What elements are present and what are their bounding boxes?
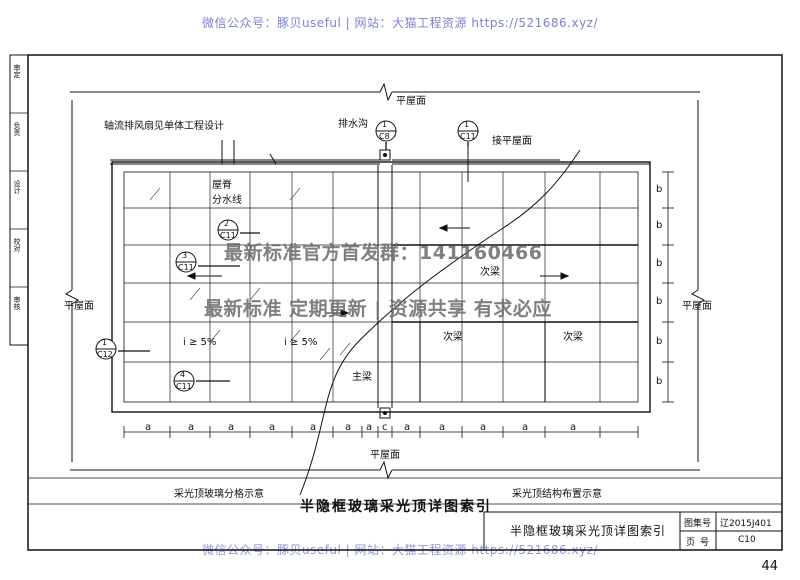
callout-num: 3 xyxy=(182,251,188,260)
dim-label: a xyxy=(570,422,577,433)
dim-label: a xyxy=(145,422,152,433)
dim-label: a xyxy=(188,422,195,433)
label-secondary-beam-2: 次梁 xyxy=(563,332,583,343)
title-block-page-value: C10 xyxy=(738,535,756,545)
dim-label: a xyxy=(480,422,487,433)
side-table-frame xyxy=(9,54,29,346)
ridge-strip xyxy=(377,165,393,408)
drain-box-top xyxy=(379,149,391,161)
break-line-top xyxy=(70,82,700,102)
title-block-atlas-label: 图集号 xyxy=(684,519,712,529)
main-beams xyxy=(392,244,638,323)
caption-glass-grid: 采光顶玻璃分格示意 xyxy=(174,489,264,500)
side-table-cell: 设计 xyxy=(13,180,21,194)
s-curve-break-line xyxy=(299,149,581,496)
label-roof-top: 平屋面 xyxy=(396,96,426,107)
callout-ref: C12 xyxy=(97,350,113,359)
dim-label: b xyxy=(656,296,663,307)
label-slope-2: i ≥ 5% xyxy=(284,337,318,348)
callout-num: 2 xyxy=(224,219,230,228)
dim-label: b xyxy=(656,220,663,231)
dim-label: b xyxy=(656,258,663,269)
break-line-right xyxy=(691,100,705,462)
title-block-page-label: 页 xyxy=(686,538,696,548)
label-ridge: 屋脊 xyxy=(212,180,232,191)
dimension-right xyxy=(662,171,674,403)
fan-area xyxy=(110,140,380,165)
side-table-cell: 审定 xyxy=(13,64,21,78)
break-line-bottom xyxy=(70,460,700,480)
label-fan: 轴流排风扇见单体工程设计 xyxy=(104,121,224,132)
label-roof-right: 平屋面 xyxy=(682,301,712,312)
dim-label: b xyxy=(656,376,663,387)
title-block-frame xyxy=(483,511,783,551)
dim-label: a xyxy=(269,422,276,433)
dim-label: a xyxy=(366,422,373,433)
drain-box-bottom xyxy=(379,407,391,419)
label-drain: 排水沟 xyxy=(338,119,368,130)
drawing-title: 半隐框玻璃采光顶详图索引 xyxy=(300,499,492,515)
label-roof-bottom: 平屋面 xyxy=(370,450,400,461)
callout-bubbles xyxy=(95,120,479,392)
label-roof-left: 平屋面 xyxy=(64,301,94,312)
callout-num: 1 xyxy=(102,338,108,347)
connect-roof xyxy=(392,145,650,182)
caption-structure: 采光顶结构布置示意 xyxy=(512,489,602,500)
dim-label: a xyxy=(404,422,411,433)
title-block-page-label2: 号 xyxy=(700,538,710,548)
label-secondary-beam-1: 次梁 xyxy=(443,332,463,343)
callout-num: 4 xyxy=(180,370,186,379)
skylight-outer-frame xyxy=(111,161,651,413)
label-main-beam: 主梁 xyxy=(352,372,372,383)
callout-leaders xyxy=(118,142,469,382)
label-slope-1: i ≥ 5% xyxy=(183,337,217,348)
side-table-cell: 校对 xyxy=(13,238,21,252)
stamp-line-2: 最新标准 定期更新 | 资源共享 有求必应 xyxy=(204,298,552,320)
watermark-top: 微信公众号：豚贝useful | 网站：大猫工程资源 https://52168… xyxy=(201,16,599,30)
stamp-line-1: 最新标准官方首发群：141160466 xyxy=(224,242,543,264)
callout-ref: C11 xyxy=(176,382,192,391)
skylight-inner-frame xyxy=(123,171,639,403)
secondary-beams xyxy=(419,322,546,402)
callout-ref: C11 xyxy=(178,263,194,272)
dim-label: b xyxy=(656,336,663,347)
break-line-left xyxy=(65,100,79,462)
callout-num: 1 xyxy=(464,120,470,129)
callout-ref: C11 xyxy=(460,132,476,141)
side-table-cell: 负责 xyxy=(13,122,21,136)
callout-ref: C8 xyxy=(379,132,390,141)
dim-label: a xyxy=(439,422,446,433)
dim-label: c xyxy=(382,422,388,433)
dim-label: a xyxy=(522,422,529,433)
label-secondary-beam-3: 次梁 xyxy=(480,267,500,278)
dim-label: a xyxy=(345,422,352,433)
title-block-atlas-value: 辽2015J401 xyxy=(720,519,772,529)
glass-grid xyxy=(124,172,638,402)
dim-label: a xyxy=(228,422,235,433)
dimension-bottom xyxy=(123,426,639,438)
caption-lines xyxy=(28,477,782,505)
side-table-cell: 审核 xyxy=(13,296,21,310)
dim-label: b xyxy=(656,184,663,195)
callout-ref: C11 xyxy=(220,231,236,240)
page-number: 44 xyxy=(761,559,778,574)
glass-hatching xyxy=(149,187,351,361)
label-divide-line: 分水线 xyxy=(212,195,242,206)
title-block-name: 半隐框玻璃采光顶详图索引 xyxy=(510,524,667,538)
dim-label: a xyxy=(310,422,317,433)
label-connect-roof: 接平屋面 xyxy=(492,136,532,147)
callout-num: 1 xyxy=(382,120,388,129)
slope-arrows xyxy=(186,224,570,317)
